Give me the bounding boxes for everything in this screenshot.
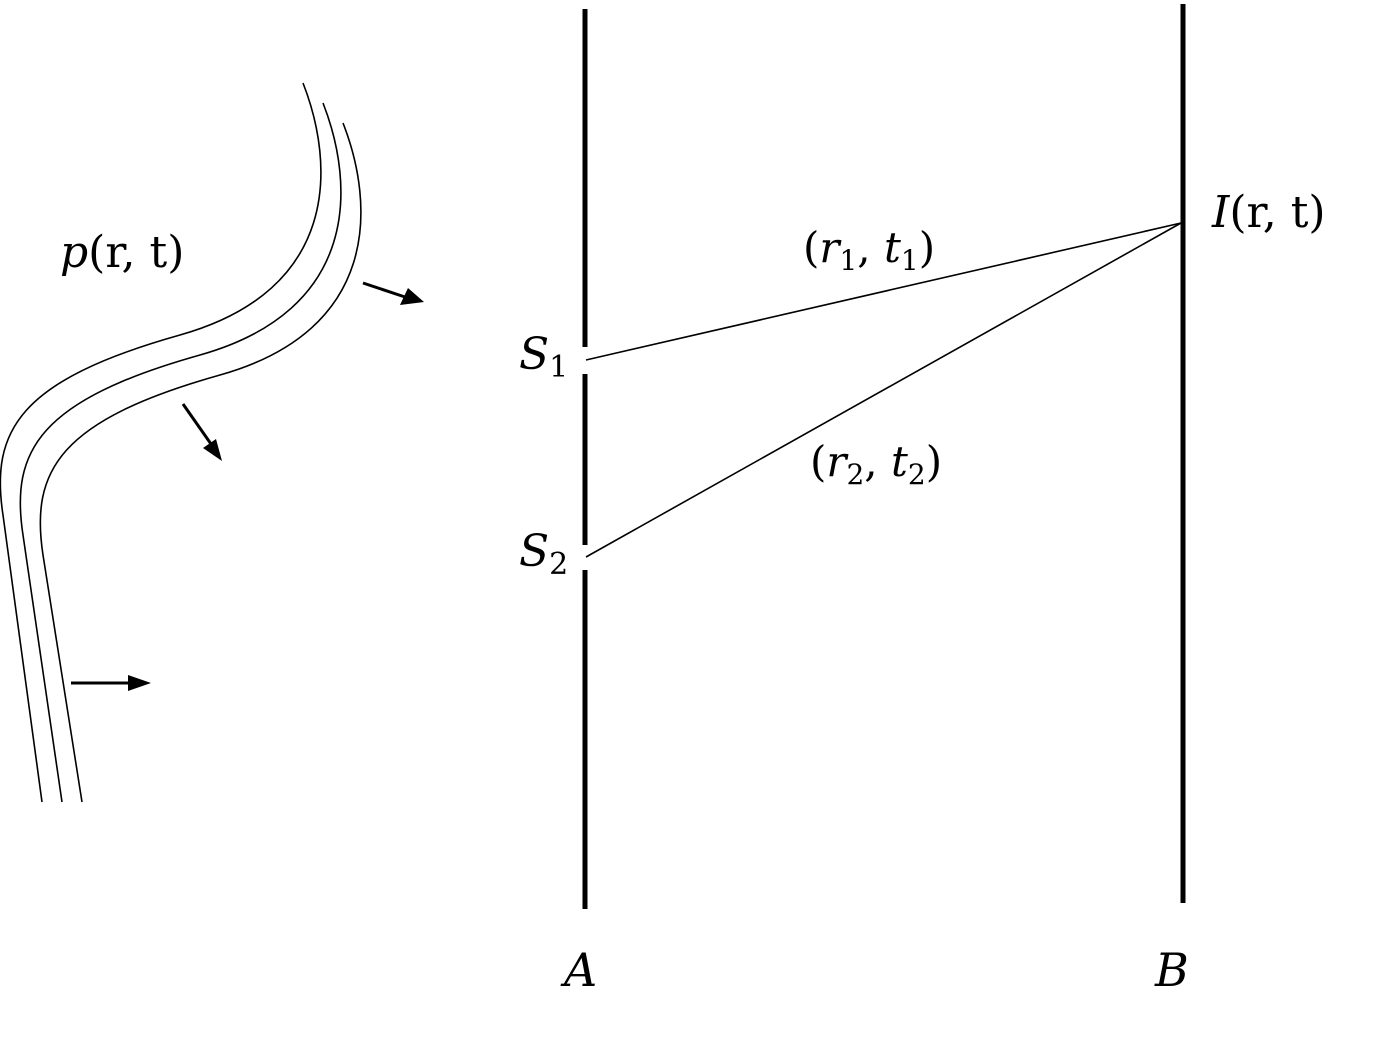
wavefronts [0, 82, 362, 803]
screen-b-label: B [1154, 943, 1189, 997]
propagation-arrows [71, 281, 424, 691]
wavefront-curve [19, 102, 342, 803]
slit-1-label: S1 [519, 329, 568, 385]
arrow-down-right-icon [181, 403, 222, 461]
wavefront-curve [39, 122, 362, 803]
path-1-ray [585, 222, 1182, 361]
intensity-label: I(r, t) [1211, 187, 1326, 238]
wavefront-curve [0, 82, 322, 803]
path-rays [585, 222, 1182, 558]
wave-label: p(r, t) [60, 227, 184, 278]
slit-2-label: S2 [519, 526, 568, 582]
path-2-label: (r2, t2) [810, 437, 942, 491]
path-1-label: (r1, t1) [803, 223, 935, 277]
arrow-right-icon [362, 281, 424, 305]
path-2-ray [585, 222, 1182, 558]
arrow-right-icon [71, 675, 151, 691]
screen-a-label: A [560, 943, 597, 997]
